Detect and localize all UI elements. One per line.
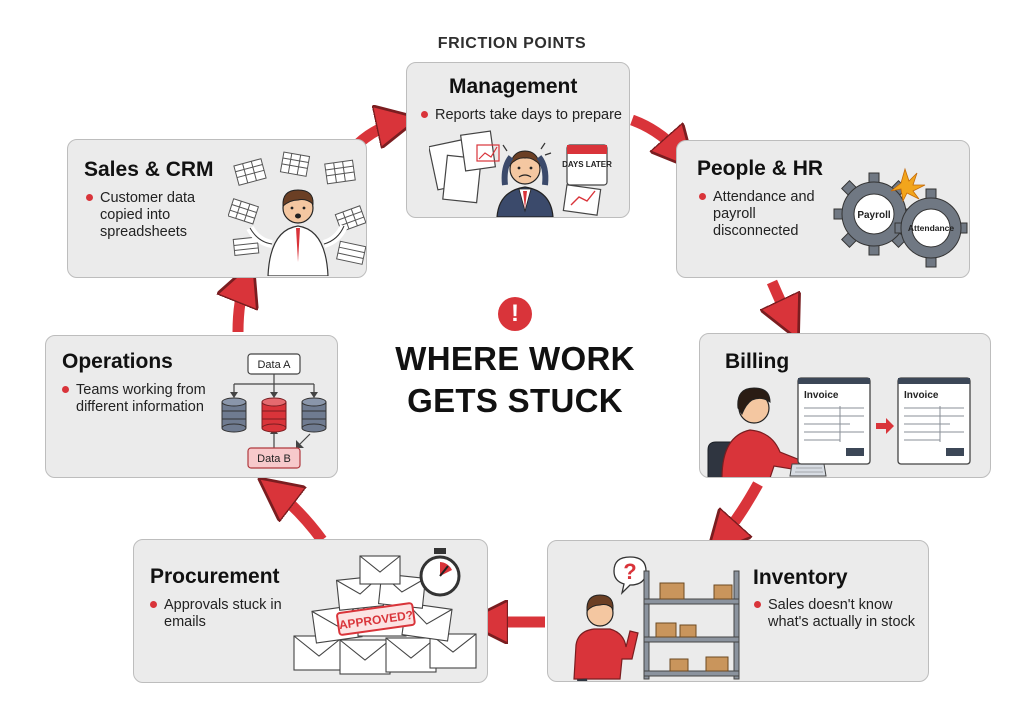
gear-label: Payroll xyxy=(857,210,891,221)
card-operations: Operations Teams working from different … xyxy=(45,335,338,478)
payroll-gear-icon: Payroll xyxy=(833,172,915,256)
card-title: Sales & CRM xyxy=(84,158,214,181)
data-silos-illustration: Data A Data B xyxy=(221,353,327,469)
arrow-procurement-to-operations xyxy=(274,490,327,544)
arrow-management-to-hr xyxy=(630,114,682,155)
database-icon xyxy=(261,397,287,433)
card-sales-crm: Sales & CRM Customer data copied into sp… xyxy=(67,139,367,278)
card-description: Reports take days to prepare xyxy=(421,107,629,124)
spreadsheet-chaos-illustration xyxy=(228,151,366,276)
transfer-arrow-icon xyxy=(876,418,894,434)
alert-icon: ! xyxy=(498,297,532,331)
card-description: Sales doesn't know what's actually in st… xyxy=(754,597,928,631)
arrow-operations-to-sales xyxy=(238,280,246,333)
calendar-sign-label: DAYS LATER xyxy=(562,160,612,169)
invoice-label: Invoice xyxy=(904,390,939,401)
email-pile-illustration: APPROVED? xyxy=(293,548,477,675)
card-description: Teams working from different information xyxy=(62,382,206,416)
database-icon xyxy=(221,397,247,433)
card-title: Operations xyxy=(62,350,173,373)
diagram-title: WHERE WORK GETS STUCK xyxy=(370,338,660,422)
disconnected-gears-illustration: Payroll Attendance xyxy=(833,167,968,268)
card-title: Inventory xyxy=(753,566,848,589)
invoice-monitor-right: Invoice xyxy=(897,377,971,465)
shelf-icon xyxy=(643,570,740,680)
card-inventory: Inventory Sales doesn't know what's actu… xyxy=(547,540,929,682)
arrow-hr-to-billing xyxy=(772,279,790,322)
invoice-label: Invoice xyxy=(804,390,839,401)
attendance-gear-icon: Attendance xyxy=(894,188,968,268)
card-description: Customer data copied into spreadsheets xyxy=(86,190,240,241)
card-title: People & HR xyxy=(697,157,824,180)
data-b-node xyxy=(247,447,301,469)
card-management: Management Reports take days to prepare … xyxy=(406,62,630,218)
title-line-2: GETS STUCK xyxy=(407,382,623,419)
card-title: Procurement xyxy=(150,565,280,588)
question-mark-icon: ? xyxy=(623,559,636,584)
card-billing: Billing Invoice Invoice xyxy=(699,333,991,478)
card-title: Management xyxy=(449,75,578,98)
card-description: Approvals stuck in emails xyxy=(150,597,300,631)
warehouse-shelf-illustration: ? xyxy=(573,556,740,681)
card-title: Billing xyxy=(725,350,790,373)
spark-icon xyxy=(890,167,926,203)
arrow-billing-to-inventory xyxy=(720,481,763,540)
card-procurement: Procurement Approvals stuck in emails AP… xyxy=(133,539,488,683)
title-line-1: WHERE WORK xyxy=(395,340,635,377)
stopwatch-icon xyxy=(419,548,461,597)
data-node-label: Data A xyxy=(257,359,291,371)
card-people-hr: People & HR Attendance and payroll disco… xyxy=(676,140,970,278)
invoice-monitor-left: Invoice xyxy=(797,377,871,465)
data-node-label: Data B xyxy=(257,453,291,465)
billing-worker-illustration: Invoice Invoice xyxy=(707,377,971,477)
kicker-label: FRICTION POINTS xyxy=(437,35,587,52)
database-icon xyxy=(301,397,327,433)
gear-label: Attendance xyxy=(908,223,955,233)
overwhelmed-manager-illustration: DAYS LATER xyxy=(429,130,612,217)
card-description: Attendance and payroll disconnected xyxy=(699,189,839,240)
